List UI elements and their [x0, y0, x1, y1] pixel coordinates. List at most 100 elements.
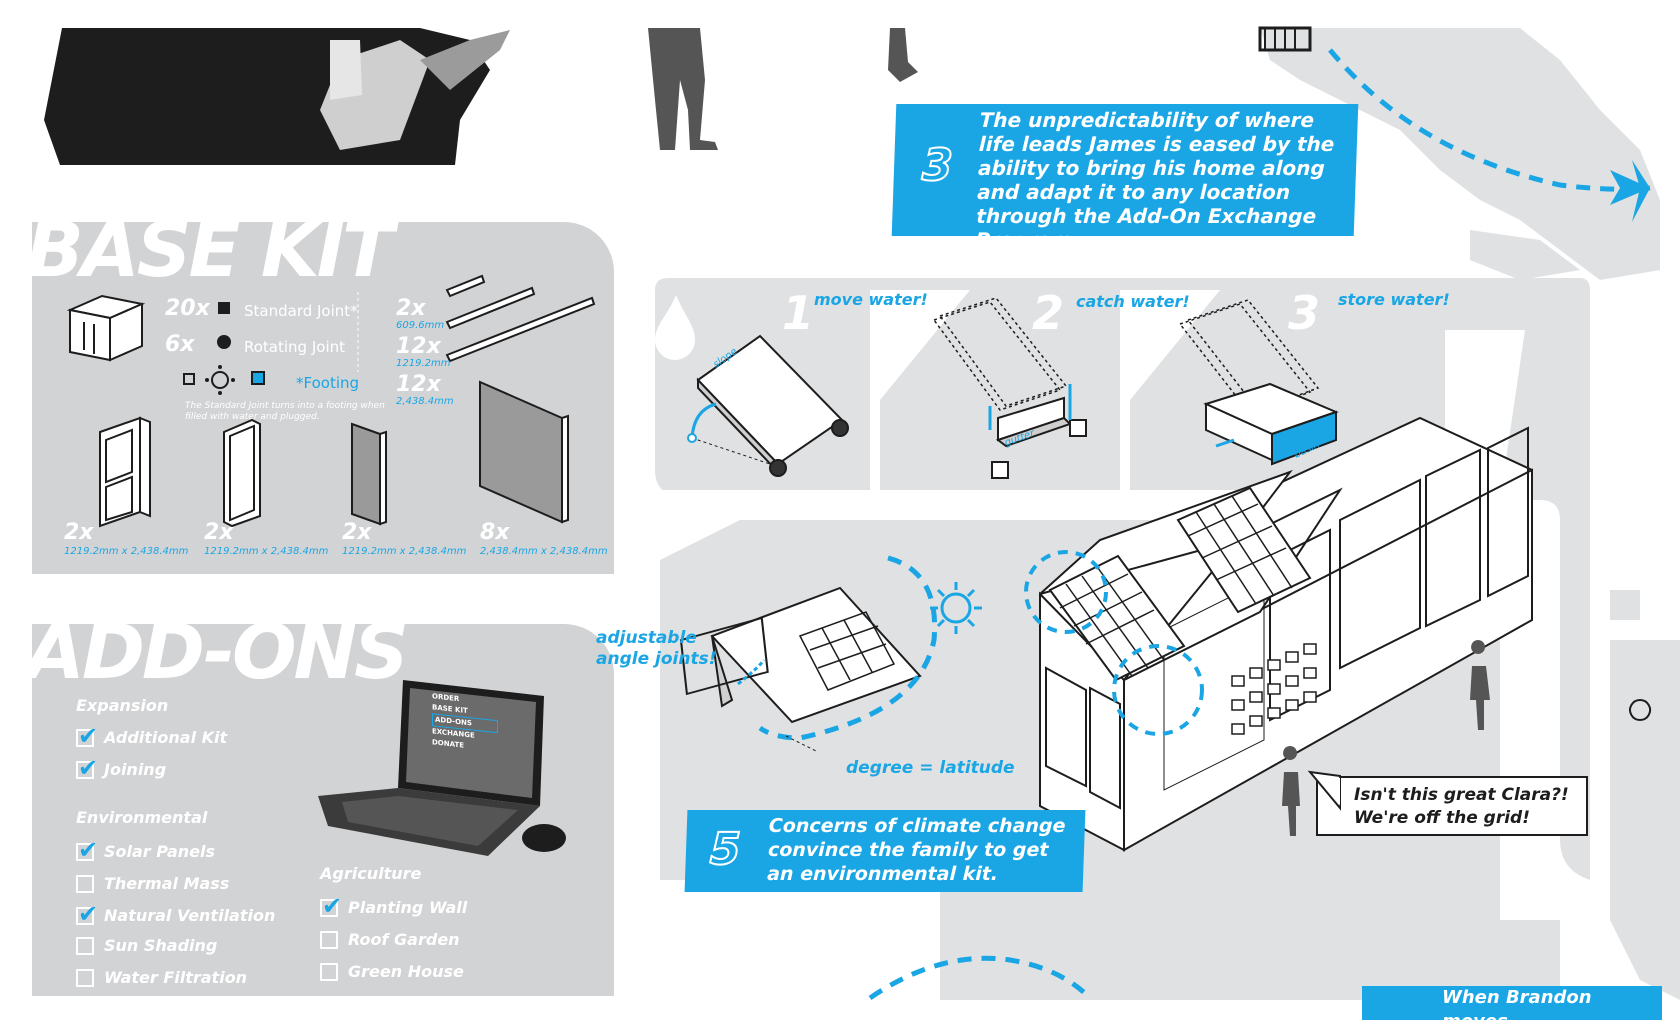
option-label: Green House	[348, 962, 464, 981]
panel-3-count: 2x	[342, 520, 372, 545]
bottom-path-arc	[868, 955, 1092, 1001]
checkbox-water-filtration[interactable]: Water Filtration	[76, 968, 247, 987]
water-drop-icon	[655, 295, 695, 360]
panel-4-dim: 2,438.4mm x 2,438.4mm	[480, 546, 608, 557]
base-kit-drawings	[66, 274, 596, 528]
option-label: Sun Shading	[104, 936, 218, 955]
footing-icons	[183, 365, 265, 395]
speech-text: Isn't this great Clara?! We're off the g…	[1354, 785, 1569, 828]
highlight-circles	[1024, 550, 1204, 736]
rotating-joint-count: 6x	[165, 332, 195, 357]
standard-joint-icon	[218, 302, 230, 314]
add-ons-title: ADD-ONS	[26, 607, 409, 696]
checkbox-icon-unchecked[interactable]	[76, 936, 94, 955]
world-map-shape	[1260, 28, 1660, 280]
environmental-category: Environmental	[76, 808, 208, 827]
person-legs-top	[648, 28, 918, 150]
beam-3-dim: 2,438.4mm	[396, 396, 454, 407]
slope-panel-drawing	[687, 334, 849, 477]
base-kit-title: BASE KIT	[26, 205, 394, 294]
footing-note: The Standard Joint turns into a footing …	[185, 401, 385, 422]
callout-bottom-text: When Brandon moves	[1442, 987, 1592, 1032]
adjustable-angle-label: adjustable angle joints!	[596, 628, 717, 669]
callout-bottom: When Brandon moves	[1362, 986, 1662, 1032]
partial-joint-drawing	[1629, 699, 1652, 721]
checkbox-icon-checked[interactable]	[320, 892, 342, 920]
airplane-icon	[1610, 160, 1650, 222]
callout-5-text: Concerns of climate change convince the …	[766, 815, 1066, 885]
beam-2-dim: 1219.2mm	[396, 358, 451, 369]
house-solar-panels	[1048, 486, 1312, 682]
option-label: Roof Garden	[348, 930, 460, 949]
rotating-joint-icon	[217, 335, 231, 349]
checkbox-sun-shading[interactable]: Sun Shading	[76, 936, 217, 955]
person-man	[1282, 746, 1300, 836]
checkbox-solar-panels[interactable]: Solar Panels	[76, 836, 215, 864]
expansion-category: Expansion	[76, 696, 169, 715]
panel-1-count: 2x	[64, 520, 94, 545]
checkbox-roof-garden[interactable]: Roof Garden	[320, 930, 460, 949]
step-1-label: move water!	[814, 290, 928, 309]
callout-5: 5 Concerns of climate change convince th…	[684, 810, 1086, 892]
rotating-joint-label: Rotating Joint	[244, 338, 346, 356]
checkbox-icon-unchecked[interactable]	[320, 962, 338, 981]
panel-icons	[99, 380, 569, 528]
checkbox-thermal-mass[interactable]: Thermal Mass	[76, 874, 229, 893]
standard-joint-label: Standard Joint*	[244, 302, 358, 320]
step-1-number: 1	[782, 286, 815, 340]
panel-4-count: 8x	[480, 520, 510, 545]
panel-1-dim: 1219.2mm x 2,438.4mm	[64, 546, 189, 557]
sun-angle-arc	[758, 555, 938, 741]
panel-3-dim: 1219.2mm x 2,438.4mm	[342, 546, 467, 557]
checkbox-icon-checked[interactable]	[76, 722, 98, 750]
option-label: Joining	[104, 760, 167, 779]
step-2-label: catch water!	[1076, 292, 1190, 311]
footing-label: *Footing	[296, 374, 360, 392]
gutter-drawing	[932, 297, 1068, 411]
option-label: Natural Ventilation	[104, 906, 276, 925]
beam-icons	[445, 274, 596, 363]
checkbox-icon-checked[interactable]	[76, 836, 98, 864]
planting-wall-modules	[1231, 643, 1317, 735]
checkbox-icon-unchecked[interactable]	[76, 968, 94, 987]
beam-3-count: 12x	[396, 372, 441, 397]
degree-latitude-label: degree = latitude	[846, 758, 1015, 778]
beam-2-count: 12x	[396, 334, 441, 359]
standard-joint-count: 20x	[165, 296, 210, 321]
checkbox-additional-kit[interactable]: Additional Kit	[76, 722, 228, 750]
building-icon-top	[1258, 26, 1312, 52]
checkbox-icon-unchecked[interactable]	[76, 874, 94, 893]
option-label: Thermal Mass	[104, 874, 230, 893]
checkbox-icon-checked[interactable]	[76, 900, 98, 928]
laptop-illustration	[318, 680, 566, 856]
angle-joint-arrow	[737, 659, 766, 686]
panel-2-dim: 1219.2mm x 2,438.4mm	[204, 546, 329, 557]
checkbox-planting-wall[interactable]: Planting Wall	[320, 892, 468, 920]
checkbox-icon-checked[interactable]	[76, 754, 98, 782]
step-3-label: store water!	[1338, 290, 1450, 309]
module-box-icon	[66, 294, 146, 362]
speech-bubble-tail	[1307, 770, 1341, 811]
basin-frame-drawing	[1178, 299, 1320, 415]
beam-1-dim: 609.6mm	[396, 320, 445, 331]
adjustable-solar-panel	[679, 586, 922, 724]
person-figure-top-left	[44, 28, 510, 165]
basin-drawing	[1203, 382, 1339, 466]
speech-bubble: Isn't this great Clara?! We're off the g…	[1316, 776, 1588, 836]
step-3-number: 3	[1288, 286, 1321, 340]
option-label: Planting Wall	[348, 898, 468, 917]
person-woman	[1470, 640, 1490, 730]
option-label: Additional Kit	[104, 728, 228, 747]
checkbox-icon-unchecked[interactable]	[320, 930, 338, 949]
gutter-channel	[988, 384, 1087, 479]
option-label: Water Filtration	[104, 968, 248, 987]
checkbox-natural-ventilation[interactable]: Natural Ventilation	[76, 900, 276, 928]
flight-path	[1328, 48, 1651, 192]
checkbox-green-house[interactable]: Green House	[320, 962, 464, 981]
checkbox-joining[interactable]: Joining	[76, 754, 167, 782]
agriculture-category: Agriculture	[320, 864, 422, 883]
sun-icon	[930, 582, 982, 634]
beam-1-count: 2x	[396, 296, 426, 321]
step-2-number: 2	[1032, 286, 1065, 340]
